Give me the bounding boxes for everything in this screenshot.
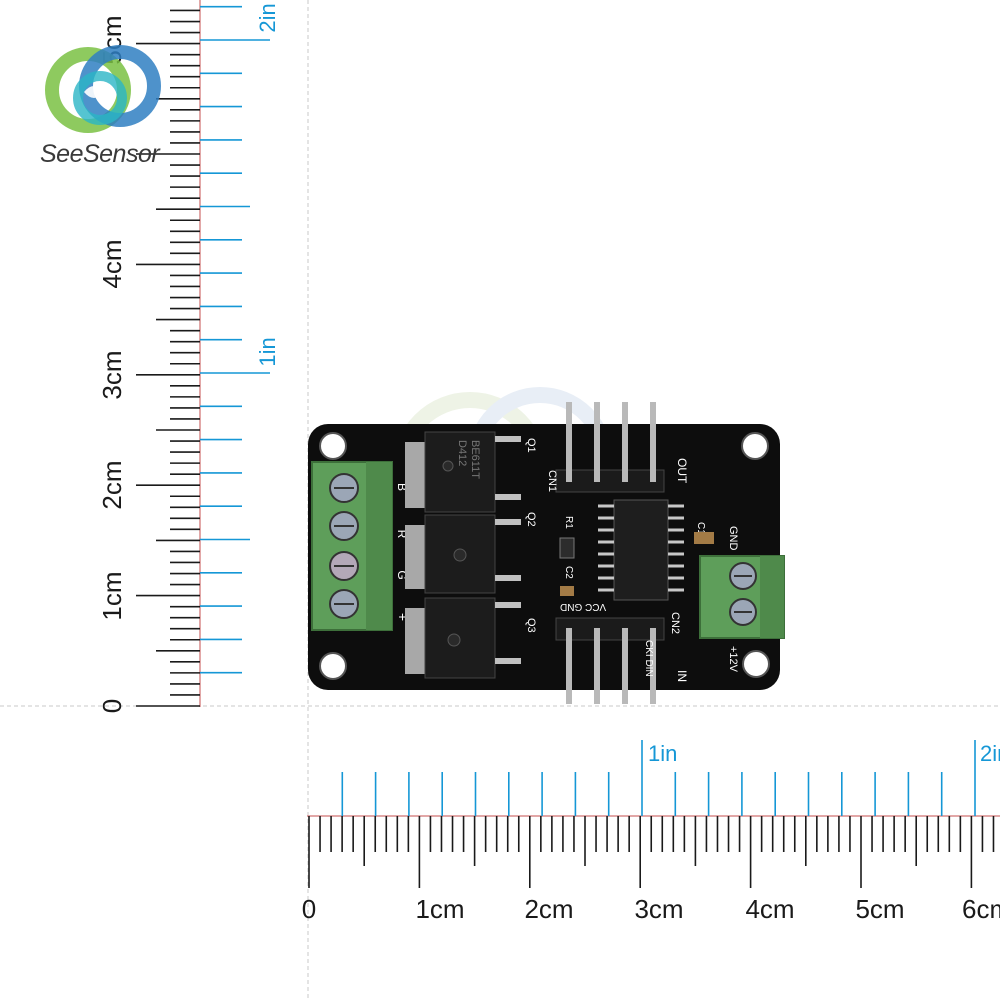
horizontal-label-3cm: 3cm (634, 894, 683, 924)
mosfet-code: BE611T (469, 440, 481, 479)
label-q1: Q1 (525, 438, 537, 453)
vertical-label-1in: 1in (255, 337, 280, 366)
horizontal-ruler: 0 1cm 2cm 3cm 4cm 5cm 6cm 1in 2in (302, 740, 1000, 924)
label-cn2: CN2 (669, 612, 681, 634)
label-c1: C1 (695, 522, 706, 535)
mounting-hole (319, 432, 347, 460)
vertical-label-1cm: 1cm (97, 571, 127, 620)
horizontal-imperial-ticks (341, 740, 976, 816)
horizontal-label-4cm: 4cm (745, 894, 794, 924)
label-channel-b: B (395, 483, 409, 491)
power-terminal-block (699, 555, 785, 639)
horizontal-metric-ticks (308, 816, 995, 888)
horizontal-label-2in: 2in (980, 741, 1000, 766)
vertical-label-2cm: 2cm (97, 460, 127, 509)
label-in: IN (675, 670, 689, 682)
capacitor-c2 (560, 586, 574, 596)
mosfet-q2 (405, 514, 521, 594)
seesensor-logo (45, 45, 161, 133)
horizontal-label-2cm: 2cm (524, 894, 573, 924)
vertical-imperial-ticks (200, 5, 270, 674)
label-q2: Q2 (525, 512, 537, 527)
mounting-hole (741, 432, 769, 460)
label-c2: C2 (563, 566, 574, 579)
vertical-label-0: 0 (97, 699, 127, 713)
mosfet-marking: D412 (456, 440, 468, 466)
mosfet-q3 (405, 597, 521, 679)
mounting-hole (742, 650, 770, 678)
led-strip-driver-board: B R G + D412 BE611T Q1 Q2 (308, 387, 785, 704)
label-channel-g: G (395, 570, 409, 579)
input-pin-header (555, 617, 665, 704)
label-gnd: GND (727, 526, 739, 551)
vertical-label-2in: 2in (255, 3, 280, 32)
vertical-ruler: 0 1cm 2cm 3cm 4cm 5cm 1in 2in (97, 0, 280, 713)
output-pin-header (555, 402, 665, 493)
label-channel-r: R (395, 530, 409, 539)
horizontal-label-1cm: 1cm (415, 894, 464, 924)
vertical-metric-ticks (136, 9, 200, 707)
horizontal-label-1in: 1in (648, 741, 677, 766)
label-channel-plus: + (395, 613, 411, 621)
label-power-pins: VCC GND (560, 601, 606, 612)
ic-pins (598, 504, 684, 592)
horizontal-label-0: 0 (302, 894, 316, 924)
horizontal-label-6cm: 6cm (962, 894, 1000, 924)
resistor (559, 537, 575, 559)
mosfet-q1: D412 BE611T (405, 431, 521, 513)
driver-ic (598, 499, 684, 601)
brand-name: SeeSensor (40, 140, 160, 168)
label-r1: R1 (563, 516, 574, 529)
horizontal-label-5cm: 5cm (855, 894, 904, 924)
label-q3: Q3 (525, 618, 537, 633)
left-terminal-block (311, 461, 393, 631)
mounting-hole (319, 652, 347, 680)
label-cn1: CN1 (546, 470, 558, 492)
capacitor-c1 (694, 532, 714, 544)
vertical-label-4cm: 4cm (97, 239, 127, 288)
label-pins-in: CKI DIN (643, 640, 654, 677)
label-12v: +12V (727, 646, 739, 673)
vertical-label-3cm: 3cm (97, 350, 127, 399)
label-out: OUT (675, 458, 689, 484)
